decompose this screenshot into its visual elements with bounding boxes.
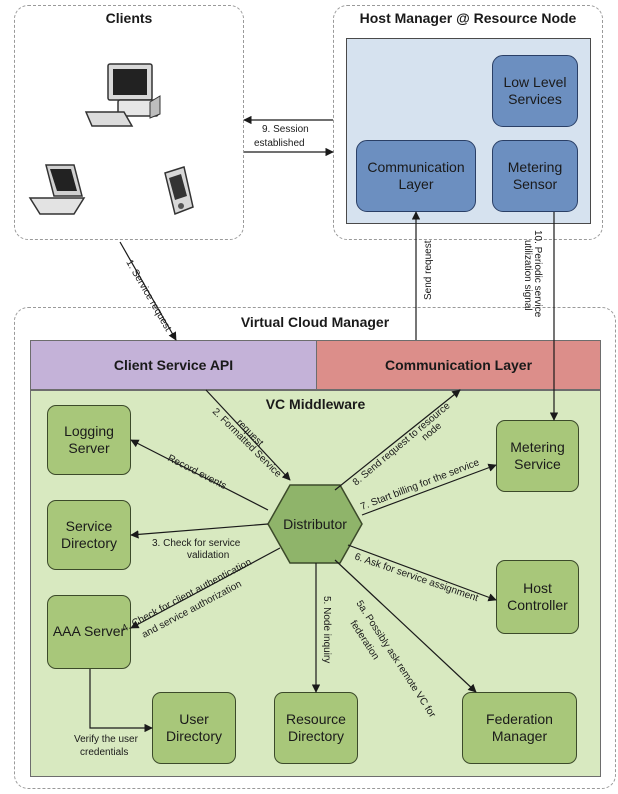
- metering-service-box: Metering Service: [496, 420, 579, 492]
- edge-record-events: [130, 439, 269, 511]
- edge-3-check-validation: [130, 523, 269, 539]
- edge-1-service-request: [119, 241, 177, 341]
- distributor-label: Distributor: [283, 516, 347, 532]
- vcm-title: Virtual Cloud Manager: [240, 314, 390, 330]
- edge-6-service-assignment: [347, 544, 497, 602]
- send-request-label: Send request: [423, 240, 434, 300]
- edge-8-send-request: [334, 389, 461, 491]
- record-events-label: Record events: [166, 453, 228, 492]
- edge-2-formatted-request: [205, 389, 291, 481]
- edge-10-label-b: utilization signal: [522, 240, 533, 311]
- federation-manager-box: Federation Manager: [462, 692, 577, 764]
- aaa-server-box: AAA Server: [47, 595, 131, 669]
- distributor-node: [267, 484, 363, 564]
- verify-label-a: Verify the user: [74, 734, 139, 745]
- edge-1-label: 1. Service request: [123, 258, 173, 333]
- edge-5a-federation: [334, 559, 477, 693]
- host-manager-region: Host Manager @ Resource Node: [333, 5, 603, 240]
- clients-title: Clients: [105, 10, 153, 26]
- edge-7-start-billing: [361, 463, 497, 516]
- low-level-services-box: Low Level Services: [492, 55, 578, 127]
- service-directory-box: Service Directory: [47, 500, 131, 570]
- desktop-computer-icon: [84, 63, 161, 127]
- logging-server-box: Logging Server: [47, 405, 131, 475]
- pda-device-icon: [164, 166, 194, 216]
- verify-label-b: credentials: [80, 747, 128, 758]
- edge-6-label: 6. Ask for service assignment: [353, 551, 480, 604]
- host-controller-box: Host Controller: [496, 560, 579, 634]
- edge-10-label-a: 10. Periodic service: [532, 230, 543, 318]
- vc-middleware-title: VC Middleware: [265, 396, 366, 412]
- virtual-cloud-manager-region: Virtual Cloud Manager: [14, 307, 616, 789]
- edge-4-check-auth: [130, 547, 281, 629]
- edge-4-label-a: 4. Check for client authentication: [120, 557, 253, 635]
- laptop-icon: [28, 164, 86, 215]
- edge-9-label-b: established: [254, 138, 305, 149]
- host-manager-title: Host Manager @ Resource Node: [359, 10, 577, 26]
- host-communication-layer-box: Communication Layer: [356, 140, 476, 212]
- edge-9-label-a: 9. Session: [262, 124, 309, 135]
- edge-5-label: 5. Node inquiry: [321, 596, 332, 663]
- resource-directory-box: Resource Directory: [274, 692, 358, 764]
- edge-3-label-b: validation: [187, 550, 229, 561]
- edge-verify-credentials: [89, 669, 153, 733]
- metering-sensor-box: Metering Sensor: [492, 140, 578, 212]
- edge-2-label-a: 2. Formatted Service: [210, 406, 284, 480]
- edge-3-label-a: 3. Check for service: [152, 538, 241, 549]
- user-directory-box: User Directory: [152, 692, 236, 764]
